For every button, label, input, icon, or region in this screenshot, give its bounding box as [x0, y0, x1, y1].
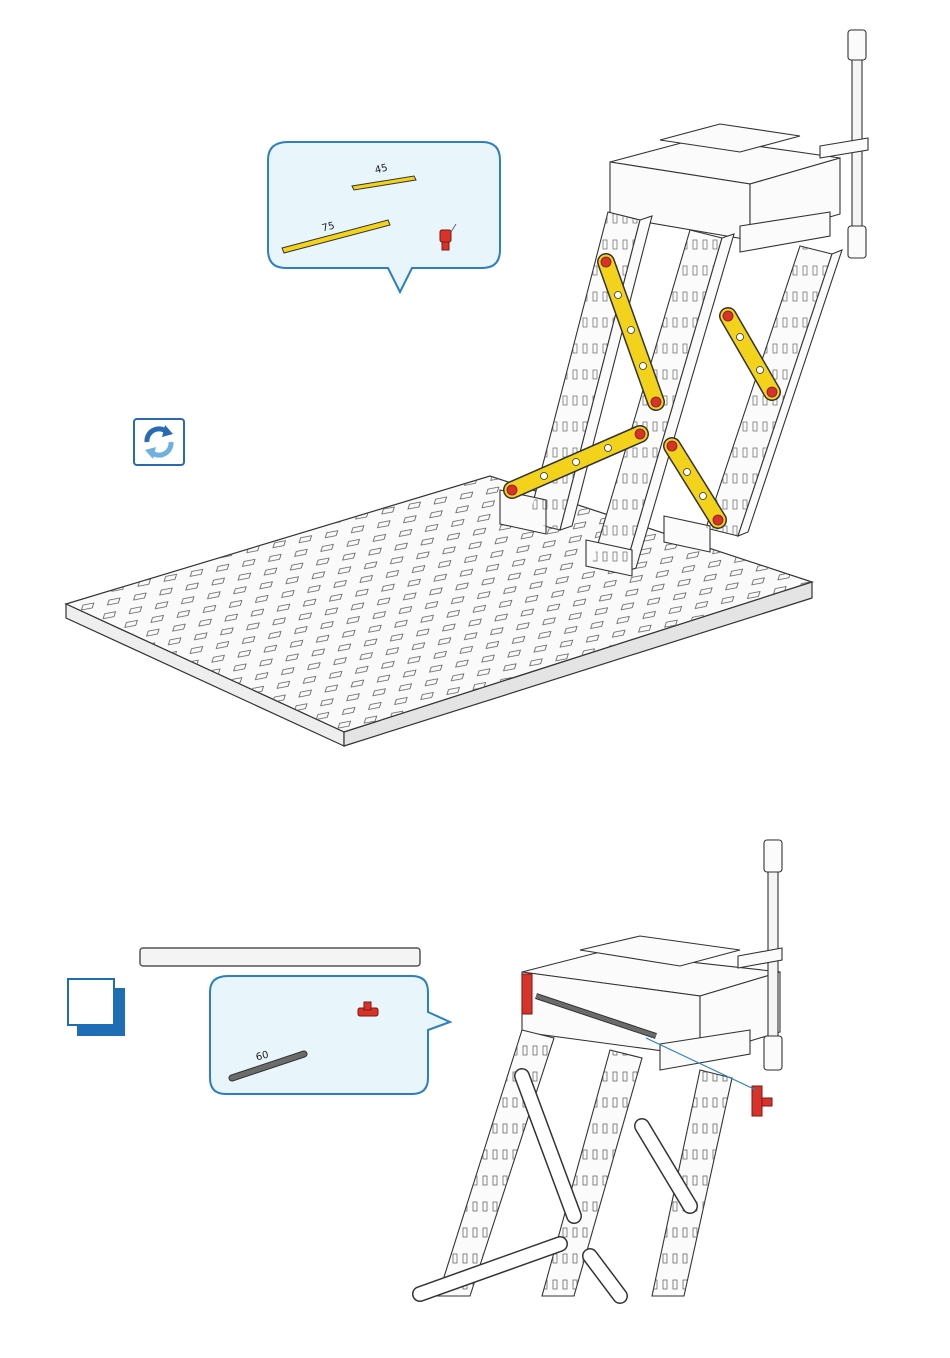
rotate-view-button[interactable] — [133, 418, 185, 466]
rotate-icon — [135, 420, 183, 464]
step-number-box — [67, 978, 115, 1026]
yellow-strut-lower-right — [672, 446, 718, 520]
red-end-cap — [522, 974, 532, 1014]
step-progress-bar — [140, 948, 420, 966]
red-clip-installed — [752, 1086, 772, 1116]
base-plate — [66, 476, 812, 746]
